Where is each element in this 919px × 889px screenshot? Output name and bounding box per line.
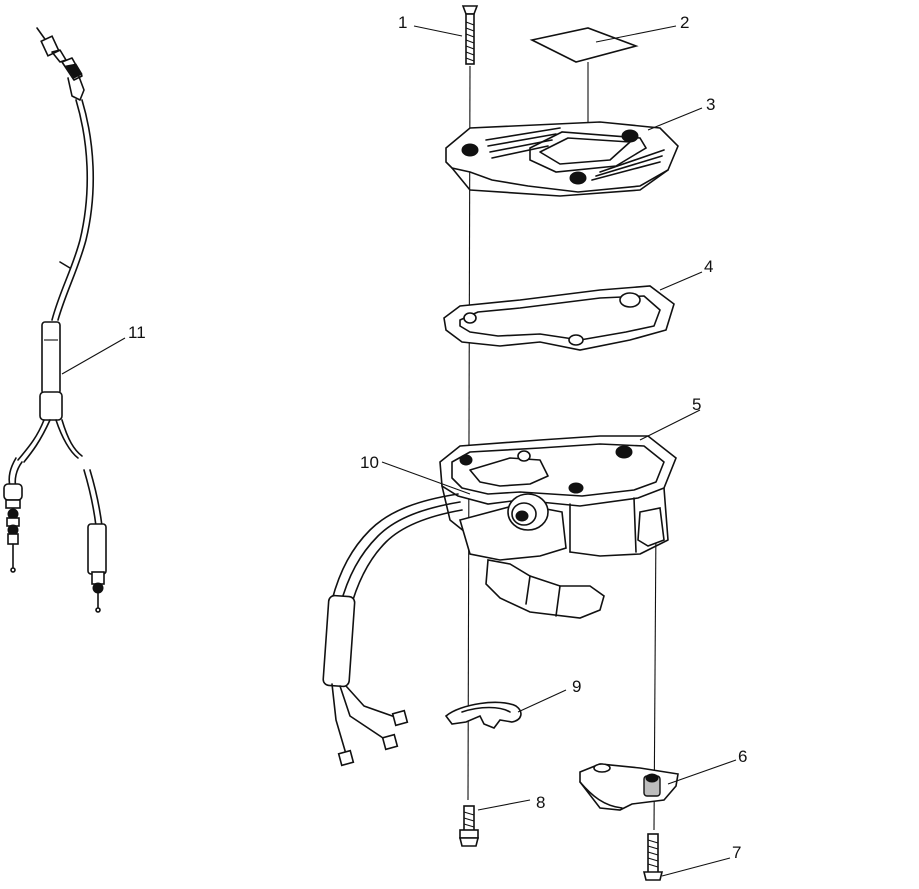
callout-4: 4 [704,257,714,276]
callout-9: 9 [572,677,582,696]
part-2-decal [529,27,639,63]
callout-5: 5 [692,395,702,414]
part-9-clip [444,701,522,729]
callout-2: 2 [680,13,690,32]
part-6-clamp [579,763,679,811]
callout-1: 1 [398,13,408,32]
callout-10: 10 [360,453,379,472]
part-3-cover [445,121,679,197]
callout-11: 11 [128,323,146,342]
part-10-wire-harness [322,493,463,767]
callout-3: 3 [706,95,716,114]
part-4-gasket [443,285,675,351]
part-7-screw [642,833,664,881]
part-8-screw [458,805,480,847]
part-1-screw [461,5,479,65]
callout-8: 8 [536,793,546,812]
part-5-housing [439,435,677,619]
callout-7: 7 [732,843,742,862]
throttle-cable-assembly [3,27,107,613]
callout-6: 6 [738,747,748,766]
